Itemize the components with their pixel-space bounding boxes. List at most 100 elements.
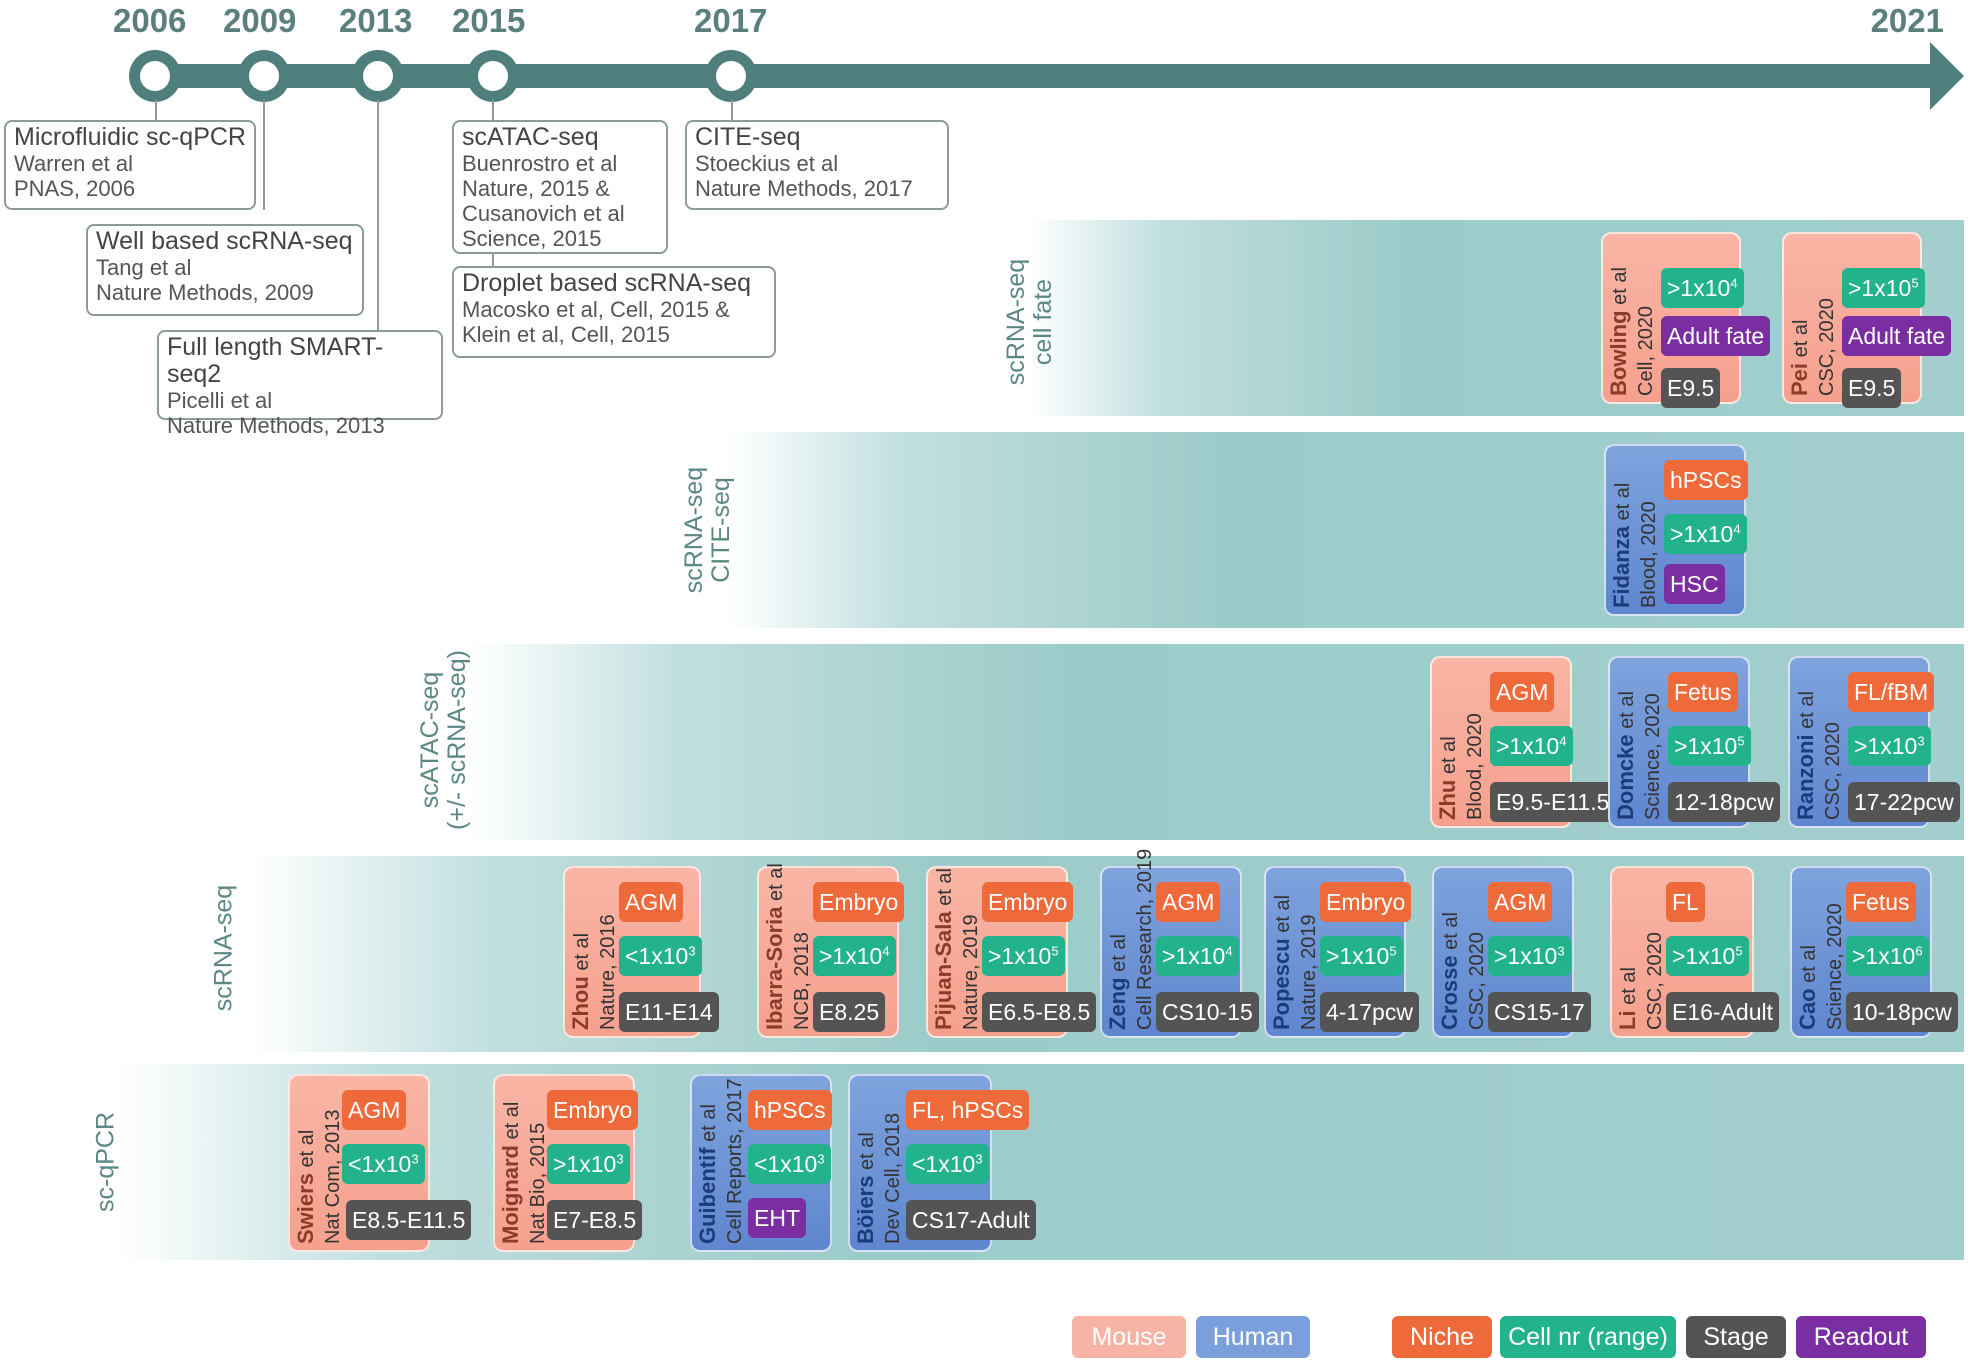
study-author: Li — [1615, 1010, 1640, 1030]
tag-exponent: 3 — [688, 943, 696, 959]
study-journal: NCB, 2018 — [791, 932, 813, 1030]
tech-name: Droplet based scRNA-seq — [462, 269, 752, 297]
legend-stage: Stage — [1686, 1316, 1786, 1358]
tag-niche: Embryo — [547, 1090, 639, 1130]
tag-cell: >1x103 — [547, 1144, 630, 1184]
study-etal: et al — [1272, 894, 1294, 939]
study-author: Swiers — [293, 1173, 318, 1244]
tag-stage: E6.5-E8.5 — [982, 992, 1097, 1032]
study-author: Crosse — [1437, 955, 1462, 1030]
tag-niche: FL, hPSCs — [906, 1090, 1030, 1130]
study-author: Zhu — [1435, 779, 1460, 820]
study-journal: Cell Reports, 2017 — [724, 1078, 746, 1244]
band-label: scRNA-seq — [210, 885, 238, 1011]
tag-exponent: 5 — [1737, 733, 1745, 749]
band-label: scRNA-seq cell fate — [1002, 259, 1057, 385]
study-author: Ranzoni — [1793, 734, 1818, 820]
study-journal: CSC, 2020 — [1822, 722, 1844, 820]
tag-exponent: 4 — [882, 943, 890, 959]
band-label-line: CITE-seq — [707, 477, 735, 583]
tech-reference: Picelli et al Nature Methods, 2013 — [167, 388, 385, 438]
study-etal: et al — [1438, 736, 1460, 780]
study-etal: et al — [296, 1129, 318, 1174]
band-label-line: scATAC-seq — [416, 671, 444, 809]
tag-niche: AGM — [342, 1090, 407, 1130]
timeline-node — [352, 50, 404, 102]
year-label: 2009 — [223, 2, 297, 39]
tag-niche: Fetus — [1668, 672, 1738, 712]
tag-readout: Adult fate — [1661, 316, 1771, 356]
band-label: sc-qPCR — [91, 1111, 120, 1213]
study-author: Zeng — [1105, 977, 1130, 1030]
study-journal: Cell, 2020 — [1635, 305, 1657, 396]
tech-name: Full length SMART-seq2 — [167, 333, 384, 388]
study-author: Popescu — [1269, 938, 1294, 1030]
tag-exponent: 6 — [1915, 943, 1923, 959]
tag-readout: HSC — [1664, 564, 1725, 604]
tag-exponent: 4 — [1733, 521, 1741, 537]
tag-stage: E11-E14 — [619, 992, 719, 1032]
study-author: Cao — [1795, 988, 1820, 1030]
connector-line — [492, 100, 494, 120]
tag-stage: 4-17pcw — [1320, 992, 1419, 1032]
tag-niche: AGM — [619, 882, 684, 922]
year-label: 2013 — [339, 2, 413, 39]
tag-cell: <1x103 — [619, 936, 702, 976]
tag-cell: >1x104 — [813, 936, 896, 976]
year-label: 2015 — [452, 2, 526, 39]
tag-exponent: 3 — [975, 1151, 983, 1167]
legend-niche: Niche — [1392, 1316, 1492, 1358]
tag-cell: <1x103 — [342, 1144, 425, 1184]
study-journal: Nature, 2019 — [960, 914, 982, 1030]
band-label-line: sc-qPCR — [91, 1111, 120, 1213]
tag-exponent: 5 — [1389, 943, 1397, 959]
study-journal: Nature, 2019 — [1298, 914, 1320, 1030]
tag-cell: >1x104 — [1156, 936, 1239, 976]
connector-line — [377, 100, 379, 332]
study-etal: et al — [1440, 912, 1462, 956]
tech-name: scATAC-seq — [462, 123, 599, 151]
study-journal: CSC, 2020 — [1644, 932, 1666, 1030]
tech-reference: Stoeckius et al Nature Methods, 2017 — [695, 151, 913, 201]
tag-exponent: 4 — [1225, 943, 1233, 959]
study-etal: et al — [1616, 691, 1638, 735]
study-journal: Dev Cell, 2018 — [882, 1112, 904, 1244]
tag-niche: FL — [1666, 882, 1705, 922]
tag-exponent: 5 — [1735, 943, 1743, 959]
connector-line — [263, 100, 265, 210]
study-author: Fidanza — [1609, 526, 1634, 608]
timeline-node — [467, 50, 519, 102]
timeline-node — [705, 50, 757, 102]
study-author: Pei — [1787, 362, 1812, 396]
connector-line — [731, 100, 733, 120]
tag-niche: AGM — [1488, 882, 1553, 922]
year-label: 2006 — [113, 2, 187, 39]
tech-reference: Macosko et al, Cell, 2015 & Klein et al,… — [462, 297, 730, 347]
study-etal: et al — [1108, 934, 1130, 978]
study-author: Zhou — [568, 976, 593, 1030]
tech-name: Microfluidic sc-qPCR — [14, 123, 246, 151]
study-author: Böiers — [853, 1175, 878, 1244]
tag-niche: AGM — [1156, 882, 1221, 922]
year-label: 2017 — [694, 2, 768, 39]
